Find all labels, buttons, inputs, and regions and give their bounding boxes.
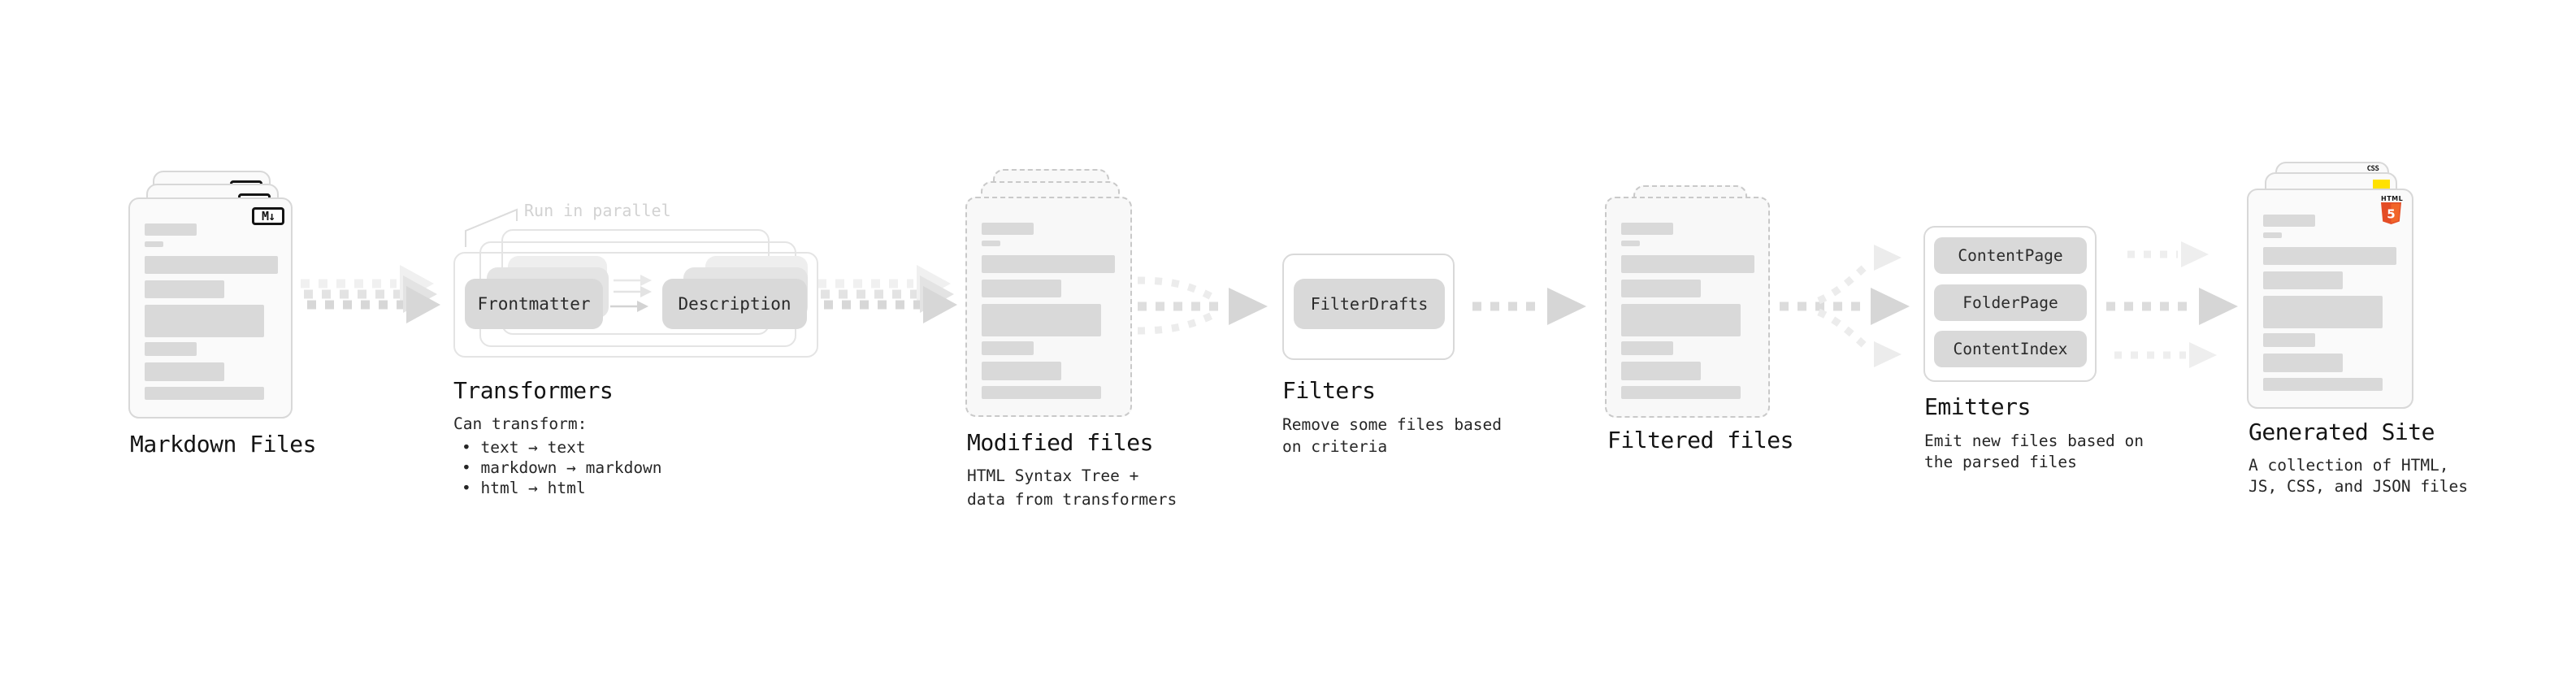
site-file-card-html: HTML 5	[2247, 189, 2413, 409]
text-line-placeholder	[1621, 304, 1741, 336]
text-line-placeholder	[1621, 386, 1741, 399]
emitters-description: Emit new files based on the parsed files	[1924, 432, 2144, 471]
run-in-parallel-label: Run in parallel	[524, 201, 671, 220]
text-line-placeholder	[2263, 378, 2383, 391]
text-line-placeholder	[982, 280, 1061, 297]
html5-icon: HTML 5	[2381, 195, 2403, 228]
js-icon	[2373, 180, 2390, 190]
text-line-placeholder	[145, 387, 264, 400]
transformers-bullet-list: • text → text • markdown → markdown • ht…	[462, 437, 662, 498]
contentpage-pill: ContentPage	[1934, 237, 2087, 274]
text-line-placeholder	[145, 256, 278, 274]
transformers-intro: Can transform:	[453, 414, 588, 433]
arrow-markdown-to-transformers	[301, 265, 440, 323]
filterdrafts-pill: FilterDrafts	[1294, 279, 1445, 329]
text-line-placeholder	[1621, 280, 1701, 297]
text-line-placeholder	[982, 304, 1101, 336]
description-pill: Description	[662, 279, 807, 329]
arrow-filtered-to-emitters	[1780, 245, 1910, 367]
text-line-placeholder	[2263, 354, 2343, 372]
text-line-placeholder	[982, 341, 1034, 355]
markdown-file-card-front: M↓	[128, 197, 293, 419]
text-line-placeholder	[145, 362, 224, 381]
arrow-filters-to-filtered	[1472, 288, 1586, 325]
folderpage-pill: FolderPage	[1934, 284, 2087, 321]
text-line-placeholder	[982, 386, 1101, 399]
markdown-icon: M↓	[252, 207, 284, 225]
bullet-item: • text → text	[462, 438, 586, 457]
arrow-transformers-to-modified	[817, 265, 957, 323]
transformers-heading: Transformers	[453, 377, 614, 404]
text-line-placeholder	[145, 241, 163, 247]
filters-description: Remove some files based on criteria	[1282, 415, 1503, 456]
text-line-placeholder	[2263, 215, 2315, 227]
transformer-container-front	[453, 252, 818, 358]
filters-heading: Filters	[1282, 377, 1376, 404]
svg-text:5: 5	[2387, 207, 2395, 222]
text-line-placeholder	[982, 241, 1000, 246]
text-line-placeholder	[2263, 271, 2343, 289]
text-line-placeholder	[982, 362, 1061, 380]
modified-files-description: HTML Syntax Tree + data from transformer…	[967, 466, 1177, 509]
text-line-placeholder	[2263, 232, 2282, 238]
filtered-files-label: Filtered files	[1607, 427, 1794, 453]
contentindex-pill: ContentIndex	[1934, 331, 2087, 367]
markdown-files-label: Markdown Files	[130, 431, 317, 458]
text-line-placeholder	[2263, 247, 2396, 265]
text-line-placeholder	[2263, 296, 2383, 328]
arrow-emitters-to-site	[2106, 241, 2238, 368]
text-line-placeholder	[1621, 223, 1673, 235]
text-line-placeholder	[982, 223, 1034, 235]
modified-file-card-front	[965, 197, 1132, 417]
generated-site-label: Generated Site	[2249, 419, 2435, 445]
text-line-placeholder	[1621, 241, 1640, 246]
text-line-placeholder	[145, 305, 264, 337]
text-line-placeholder	[982, 255, 1115, 273]
generated-site-description: A collection of HTML, JS, CSS, and JSON …	[2249, 456, 2469, 496]
text-line-placeholder	[2263, 333, 2315, 347]
text-line-placeholder	[145, 223, 197, 236]
arrow-modified-to-filters	[1137, 276, 1268, 335]
text-line-placeholder	[1621, 362, 1701, 380]
frontmatter-pill: Frontmatter	[465, 279, 603, 329]
emitters-heading: Emitters	[1924, 393, 2031, 420]
text-line-placeholder	[1621, 255, 1754, 273]
modified-files-label: Modified files	[967, 429, 1154, 456]
text-line-placeholder	[145, 280, 224, 298]
filtered-file-card-front	[1605, 197, 1770, 418]
bullet-item: • markdown → markdown	[462, 458, 662, 477]
text-line-placeholder	[145, 342, 197, 356]
bullet-item: • html → html	[462, 479, 586, 497]
text-line-placeholder	[1621, 341, 1673, 355]
